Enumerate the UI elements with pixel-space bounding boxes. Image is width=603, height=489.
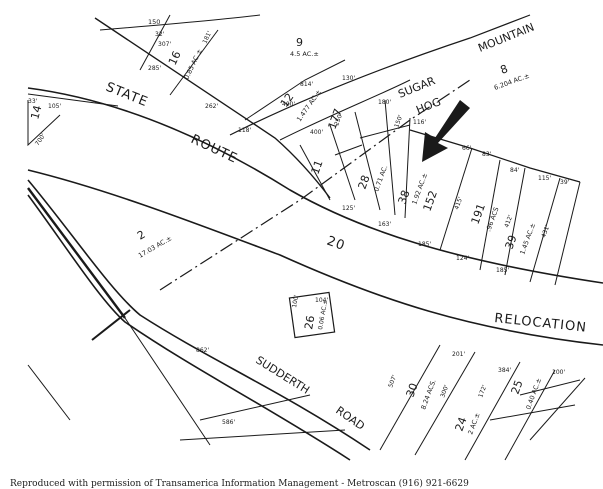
- svg-text:100': 100': [291, 294, 300, 308]
- location-arrow-icon: [422, 100, 470, 162]
- svg-text:412': 412': [503, 214, 514, 229]
- svg-text:180': 180': [378, 99, 391, 106]
- svg-text:400': 400': [310, 129, 323, 136]
- parcel-14-lines: [27, 100, 61, 147]
- parcel-25: 25: [509, 378, 526, 396]
- svg-text:124': 124': [456, 255, 469, 262]
- svg-text:116': 116': [413, 119, 426, 126]
- parcel-24-acres: 2 AC.±: [466, 412, 481, 436]
- svg-text:66': 66': [462, 145, 472, 152]
- parcel-8: 8: [499, 62, 510, 77]
- svg-text:862': 862': [196, 347, 209, 354]
- svg-text:185': 185': [496, 267, 509, 274]
- parcel-2: 2: [135, 228, 148, 243]
- parcel-28: 28: [356, 173, 373, 191]
- parcel-9-acres: 4.5 AC.±: [290, 50, 319, 58]
- svg-text:125': 125': [342, 205, 355, 212]
- svg-text:507': 507': [387, 374, 398, 389]
- svg-text:100': 100': [552, 369, 565, 376]
- svg-text:586': 586': [222, 419, 235, 426]
- parcel-26: 26: [302, 314, 317, 330]
- parcel-28-acres: 0.71 AC.: [372, 164, 389, 193]
- parcel-38: 38: [396, 188, 413, 206]
- parcel-39-acres: 1.45 AC.±: [518, 222, 537, 256]
- label-road: ROAD: [333, 404, 367, 433]
- parcel-191: 191: [469, 202, 488, 226]
- label-hog: HOG: [414, 95, 442, 117]
- parcel-39: 39: [503, 233, 520, 251]
- svg-text:185': 185': [418, 241, 431, 248]
- parcel-150: 150: [148, 18, 160, 26]
- svg-text:181': 181': [201, 30, 213, 45]
- svg-text:163': 163': [378, 221, 391, 228]
- svg-text:83': 83': [482, 151, 492, 158]
- sudderth-road: [27, 179, 371, 461]
- label-route-number: 20: [325, 234, 348, 254]
- svg-text:700': 700': [34, 132, 47, 147]
- svg-text:285': 285': [148, 65, 161, 72]
- svg-text:115': 115': [538, 175, 551, 182]
- svg-text:431': 431': [540, 224, 551, 239]
- svg-text:172': 172': [477, 384, 488, 399]
- svg-text:814': 814': [300, 81, 313, 88]
- state-route-20-road: [27, 87, 603, 346]
- svg-text:39': 39': [560, 179, 570, 186]
- parcel-30-acres: 8.24 ACS.: [419, 378, 437, 410]
- svg-text:104': 104': [315, 297, 328, 304]
- svg-text:384': 384': [498, 367, 511, 374]
- svg-text:130': 130': [342, 75, 355, 82]
- svg-text:33': 33': [28, 98, 38, 105]
- svg-text:84': 84': [510, 167, 520, 174]
- parcel-26-box: [288, 291, 336, 339]
- svg-text:201': 201': [452, 351, 465, 358]
- label-sugar: SUGAR: [396, 74, 437, 101]
- label-sudderth: SUDDERTH: [253, 354, 311, 397]
- label-mountain: MOUNTAIN: [476, 21, 536, 55]
- lower-parcel-lines: [379, 344, 586, 461]
- parcel-12-acres: 1.477 AC.±: [295, 88, 323, 123]
- credit-line: Reproduced with permission of Transameri…: [10, 478, 469, 489]
- svg-text:300': 300': [439, 384, 450, 399]
- parcel-16-acres: 0.85 AC.±: [183, 48, 204, 81]
- parcel-9: 9: [296, 36, 303, 49]
- parcel-14: 14: [28, 104, 44, 121]
- svg-text:262': 262': [205, 103, 218, 110]
- parcel-16: 16: [166, 49, 184, 67]
- svg-text:32': 32': [155, 31, 165, 38]
- upper-parcel-lines: [94, 14, 531, 219]
- parcel-8-acres: 6.204 AC.±: [493, 72, 531, 92]
- parcel-152: 152: [421, 189, 440, 213]
- svg-text:118': 118': [238, 127, 251, 134]
- label-route: ROUTE: [188, 132, 240, 167]
- parcel-24: 24: [453, 415, 470, 433]
- svg-text:307': 307': [158, 41, 171, 48]
- svg-text:150': 150': [393, 114, 404, 129]
- svg-text:105': 105': [48, 103, 61, 110]
- parcel-25-acres: 0.40 AC.±: [524, 377, 543, 411]
- parcel-11: 11: [309, 158, 326, 176]
- dimension-labels: 32' 307' 181' 285' 262' 118' 400' 814' 1…: [28, 30, 570, 426]
- svg-text:400': 400': [282, 101, 295, 108]
- svg-text:250': 250': [333, 112, 344, 127]
- label-relocation: RELOCATION: [494, 311, 588, 336]
- svg-text:415': 415': [453, 196, 464, 211]
- parcel-191-acres: .96 ACS: [484, 206, 500, 233]
- parcel-30: 30: [404, 381, 421, 399]
- centerline-dash-dot: [159, 79, 471, 291]
